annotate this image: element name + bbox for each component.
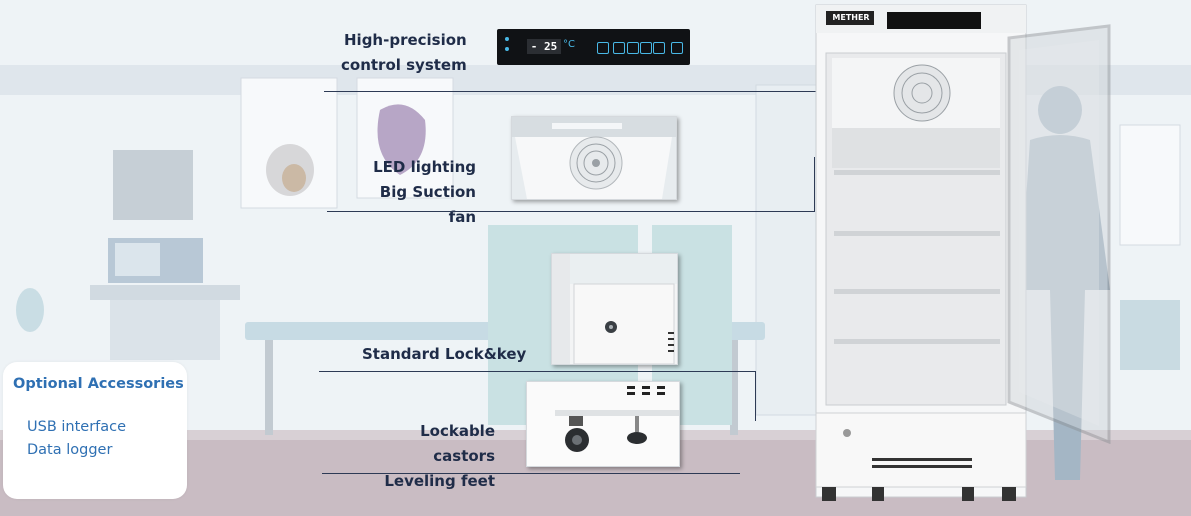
settings-button-icon — [613, 42, 625, 54]
lock-leader-line — [319, 371, 756, 372]
accessory-data-logger: Data logger — [27, 442, 113, 458]
control-panel: - 25 °C — [497, 29, 690, 65]
status-dot-icon — [505, 47, 509, 51]
pharmacy-refrigerator — [815, 4, 1027, 501]
castors-photo — [526, 381, 680, 467]
fridge-brand-logo: METHER — [832, 13, 870, 22]
up-button-icon — [627, 42, 639, 54]
glass-door — [1007, 24, 1111, 444]
lock-leader-vertical — [755, 371, 756, 421]
control-label-line2: control system — [341, 56, 467, 74]
accessories-title: Optional Accessories — [13, 376, 184, 392]
power-dot-icon — [505, 37, 509, 41]
control-label-line1: High-precision — [344, 31, 467, 49]
temperature-unit: °C — [563, 39, 575, 50]
castors-label: Lockable castors Leveling feet — [362, 419, 495, 494]
control-leader-line — [324, 91, 818, 92]
castors-label-line2: Leveling feet — [384, 472, 495, 490]
fan-leader-line — [327, 211, 815, 212]
control-system-label: High-precision control system — [341, 28, 467, 78]
accessory-usb-interface: USB interface — [27, 419, 127, 435]
fan-leader-vertical — [814, 157, 815, 212]
power-button-icon — [597, 42, 609, 54]
castors-label-line1: Lockable castors — [420, 422, 495, 465]
lock-photo — [551, 253, 678, 365]
fan-label-line1: LED lighting — [373, 158, 476, 176]
castors-leader-line — [322, 473, 740, 474]
temperature-display: - 25 — [527, 39, 561, 54]
suction-fan-icon — [512, 117, 676, 199]
down-button-icon — [653, 42, 665, 54]
optional-accessories-card: Optional Accessories USB interface Data … — [3, 362, 187, 499]
fan-photo — [511, 116, 677, 200]
lock-icon — [552, 254, 677, 364]
castor-wheel-icon — [527, 382, 679, 452]
fan-label: LED lighting Big Suction fan — [358, 155, 476, 230]
lock-label: Standard Lock&key — [362, 345, 527, 363]
mute-button-icon — [671, 42, 683, 54]
set-button-icon — [640, 42, 652, 54]
fan-label-line2: Big Suction fan — [379, 183, 476, 226]
